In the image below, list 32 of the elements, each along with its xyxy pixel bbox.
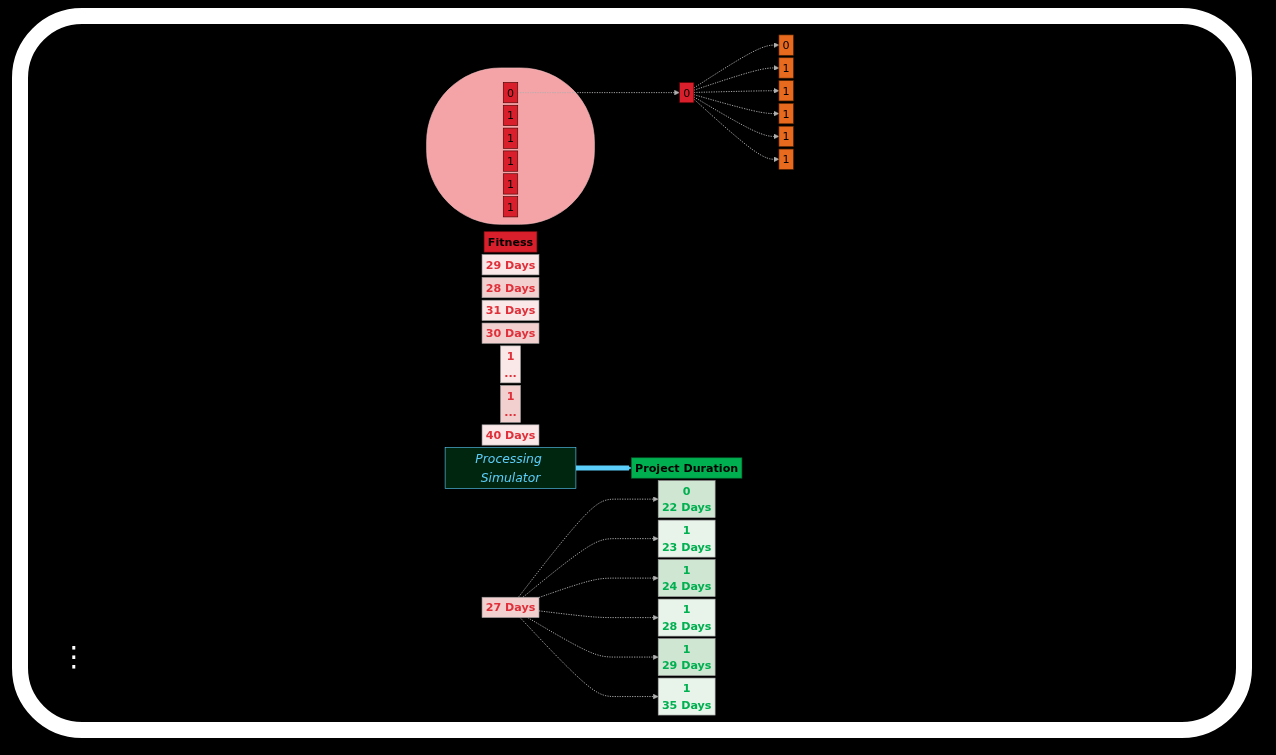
node-box: 1	[778, 57, 794, 79]
node-box: 1 24 Days	[657, 559, 716, 597]
node-box: 1	[778, 103, 794, 125]
node-box: 1 29 Days	[657, 638, 716, 676]
node-box: 1 23 Days	[657, 519, 716, 558]
arrow	[575, 465, 632, 471]
node-box: 1	[778, 80, 794, 102]
node-box: 30 Days	[481, 322, 540, 344]
node-box: 0	[502, 82, 519, 104]
node-box: 0	[778, 34, 794, 56]
node-box: 1	[778, 125, 794, 147]
node-box: 31 Days	[481, 299, 540, 321]
node-box: 1	[502, 150, 519, 172]
node-box: 29 Days	[481, 254, 540, 276]
vertical-ellipsis: ⋮	[60, 640, 88, 673]
node-box: 1	[778, 148, 794, 170]
node-box: 28 Days	[481, 277, 540, 299]
node-box: Processing Simulator	[444, 447, 577, 489]
node-box: 1	[502, 127, 519, 149]
node-box: 1 35 Days	[657, 677, 716, 716]
node-box: 1 28 Days	[657, 598, 716, 637]
node-box: 0 22 Days	[657, 480, 716, 518]
node-box: Project Duration	[631, 457, 743, 479]
node-box: 0	[679, 82, 695, 104]
node-box: Fitness	[483, 231, 538, 253]
node-box: 40 Days	[481, 424, 540, 446]
node-box: 27 Days	[481, 596, 540, 618]
node-box: 1 ...	[500, 345, 521, 384]
node-box: 1	[502, 173, 519, 195]
node-box: 1	[502, 196, 519, 218]
node-box: 1 ...	[500, 385, 521, 423]
node-box: 1	[502, 104, 519, 126]
